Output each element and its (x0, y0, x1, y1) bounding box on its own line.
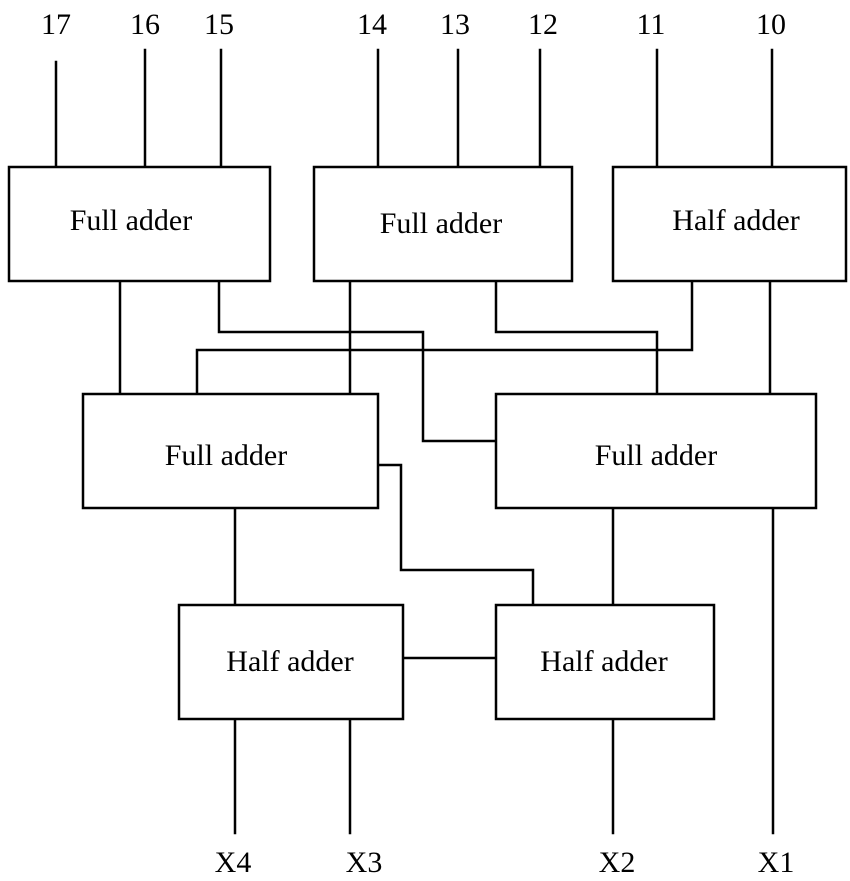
half-adder-bottom-left: Half adder (177, 603, 405, 721)
input-label-13: 13 (440, 8, 470, 41)
block-label: Half adder (672, 204, 799, 237)
wire-tl-to-mr (217, 279, 498, 443)
input-label-11: 11 (637, 8, 666, 41)
input-label-15: 15 (204, 8, 234, 41)
full-adder-top-left: Full adder (7, 165, 272, 283)
block-label: Half adder (226, 645, 353, 678)
output-label-x1: X1 (758, 846, 795, 879)
half-adder-top-right: Half adder (611, 165, 848, 283)
block-label: Full adder (70, 204, 192, 237)
input-label-16: 16 (130, 8, 160, 41)
wire-tm-to-mr (494, 279, 659, 396)
wire-ml-to-br (376, 463, 535, 607)
output-label-x4: X4 (215, 846, 252, 879)
full-adder-top-middle: Full adder (312, 165, 574, 283)
input-wires (54, 48, 774, 169)
half-adder-bottom-right: Half adder (494, 603, 716, 721)
input-label-12: 12 (528, 8, 558, 41)
block-label: Full adder (165, 439, 287, 472)
output-wires (233, 506, 775, 835)
output-label-x2: X2 (599, 846, 636, 879)
input-label-17: 17 (41, 8, 71, 41)
interconnect-wires (118, 279, 772, 660)
input-label-10: 10 (756, 8, 786, 41)
full-adder-mid-right: Full adder (494, 392, 818, 510)
block-label: Full adder (595, 439, 717, 472)
full-adder-mid-left: Full adder (81, 392, 380, 510)
output-label-x3: X3 (346, 846, 383, 879)
block-label: Half adder (540, 645, 667, 678)
input-label-14: 14 (357, 8, 387, 41)
wire-tr-to-ml (195, 279, 694, 396)
block-label: Full adder (380, 207, 502, 240)
